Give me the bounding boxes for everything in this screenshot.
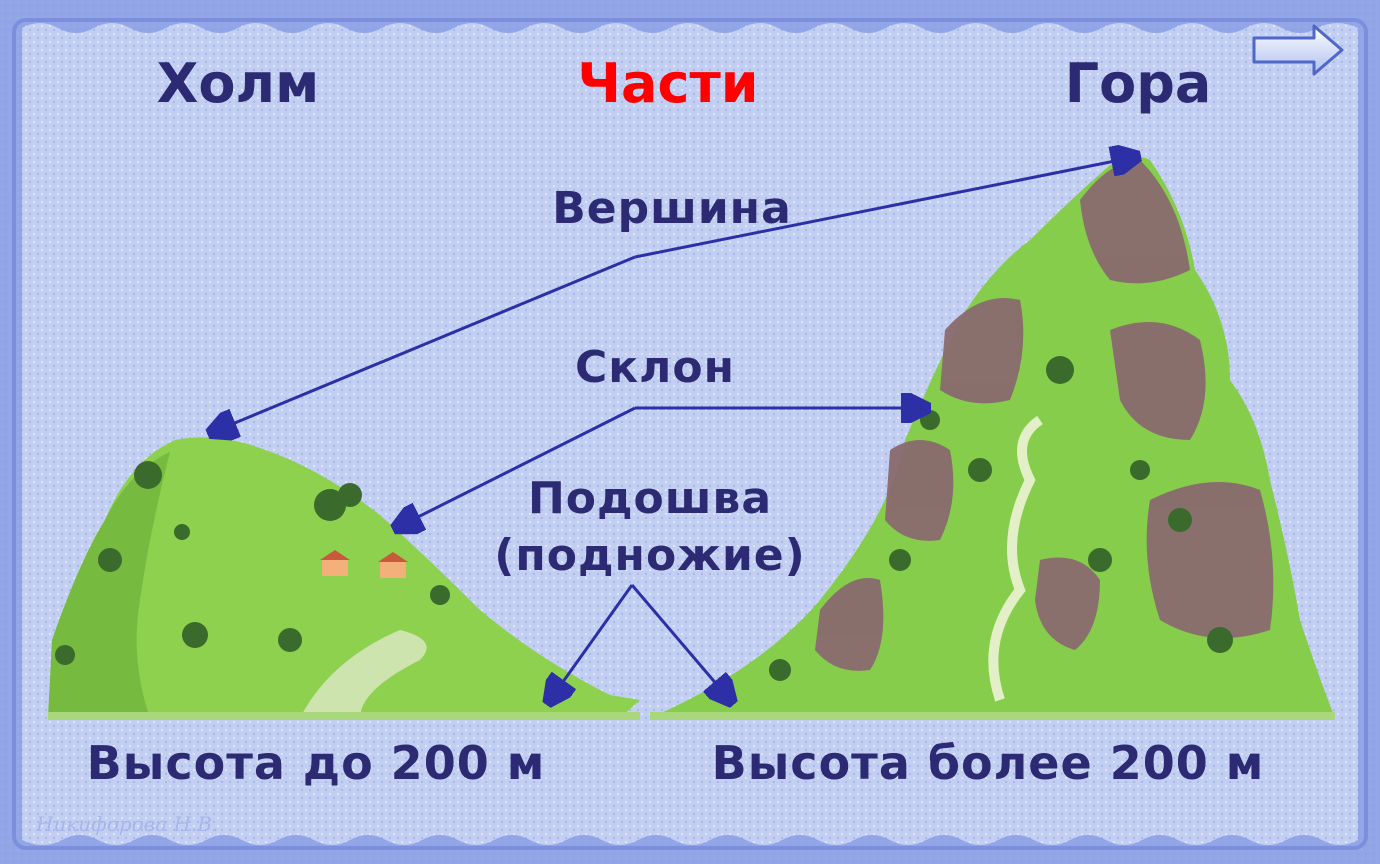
mountain-height-label: Высота более 200 м — [711, 736, 1265, 790]
summit-label: Вершина — [552, 183, 792, 234]
foot-label-line2: (подножие) — [494, 530, 806, 581]
mountain-illustration — [650, 156, 1335, 720]
hill-heading: Холм — [156, 52, 320, 115]
next-slide-button[interactable] — [1248, 20, 1348, 80]
summit-arrow-mountain — [634, 157, 1135, 259]
hill-height-label: Высота до 200 м — [86, 736, 546, 790]
summit-arrow-hill — [213, 255, 636, 432]
slope-arrow-hill — [398, 406, 636, 527]
parts-heading: Части — [577, 52, 759, 115]
hill-illustration — [48, 437, 640, 720]
author-signature: Никифорова Н.В. — [36, 812, 219, 836]
foot-label-line1: Подошва — [527, 473, 773, 524]
right-arrow-icon — [1252, 24, 1344, 76]
mountain-heading: Гора — [1064, 52, 1212, 115]
slope-label: Склон — [574, 342, 736, 393]
pointer-lines — [213, 157, 1135, 700]
foot-arrow-mountain — [630, 584, 730, 700]
foot-arrow-hill — [550, 584, 634, 700]
